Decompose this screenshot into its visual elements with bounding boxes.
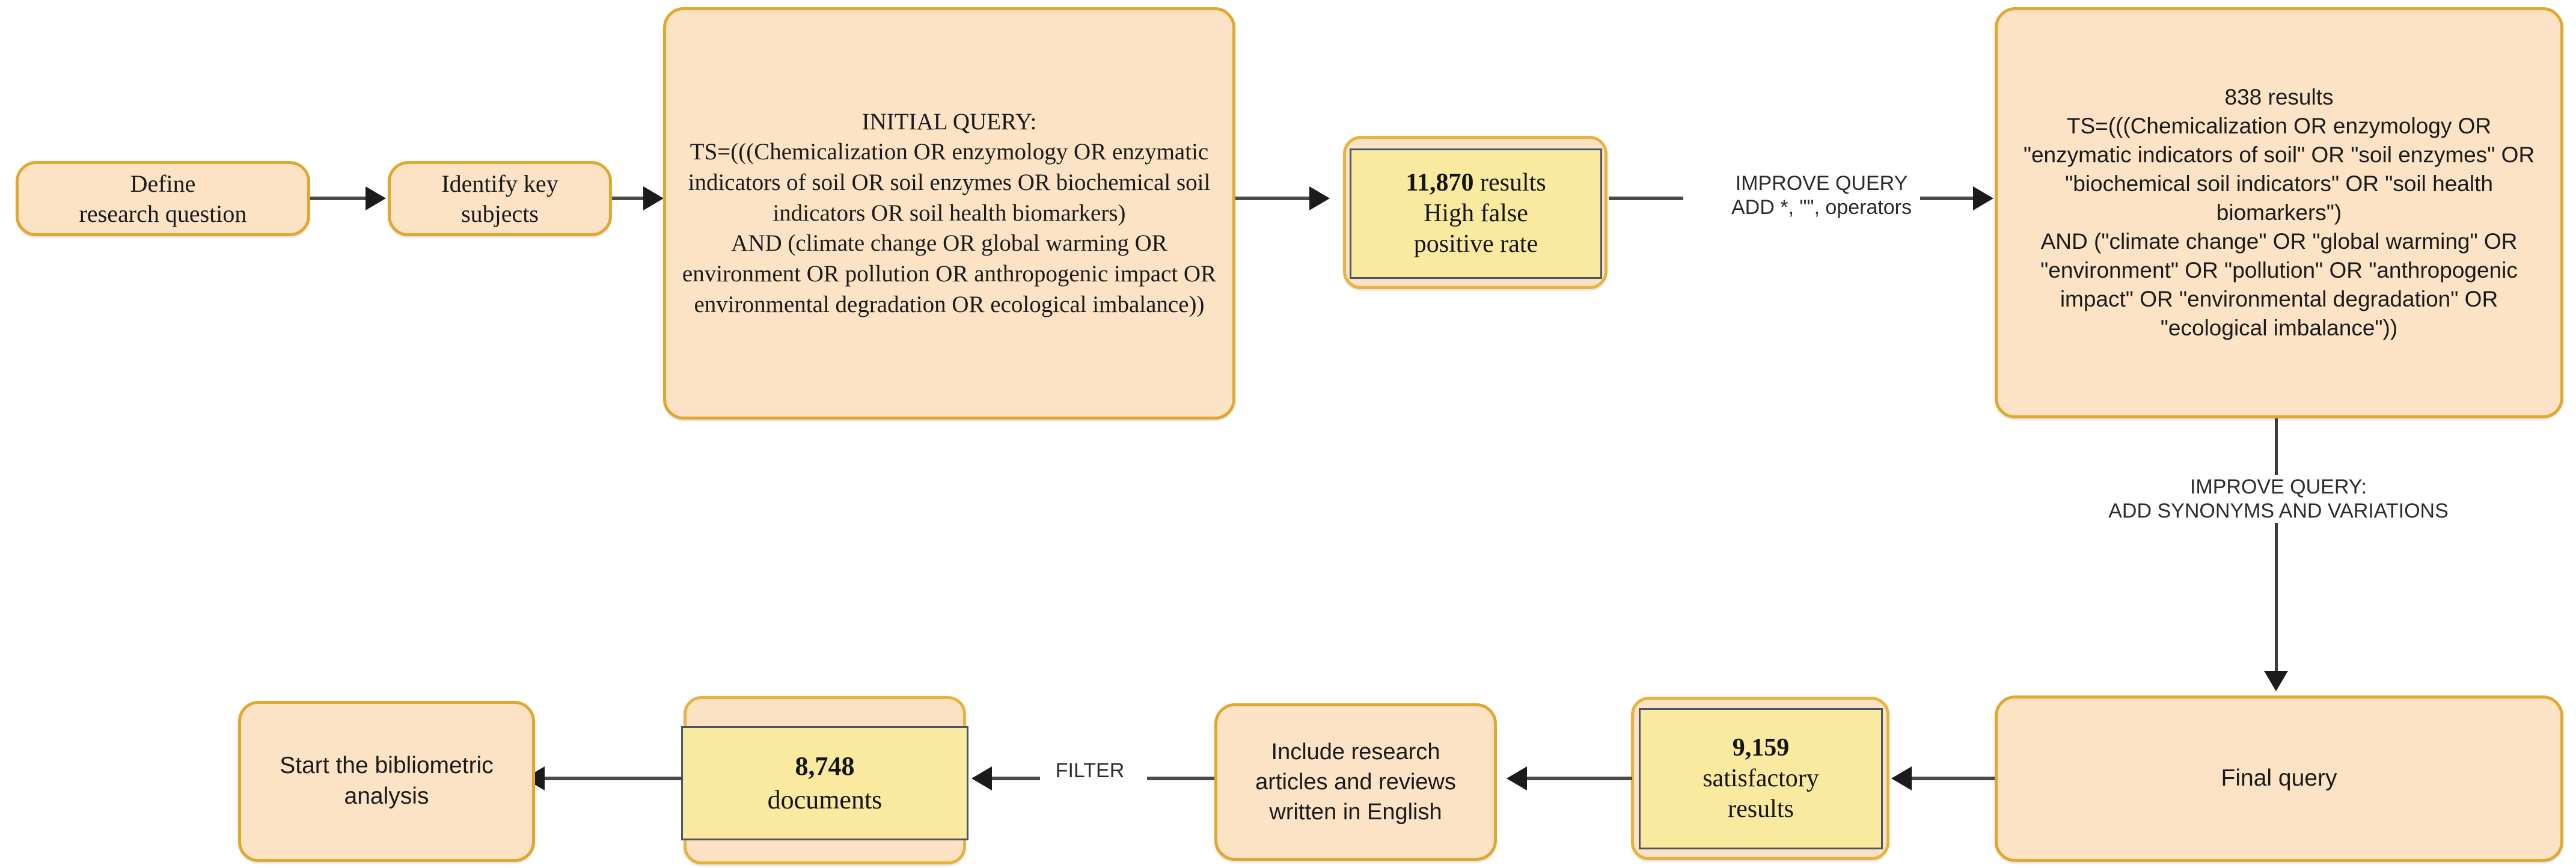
node-results-9159-note: satisfactory results: [1703, 764, 1819, 824]
node-results-11870-card[interactable]: 11,870 results High false positive rate: [1350, 148, 1602, 279]
node-documents-8748-note: documents: [767, 785, 883, 815]
connector-include-filter-to-documents-left: [992, 777, 1040, 780]
connector-results-838-to-final-query: [2275, 418, 2278, 671]
connector-identify-to-initial-query: [612, 197, 648, 200]
node-final-query[interactable]: Final query: [1995, 695, 2563, 862]
node-initial-query[interactable]: INITIAL QUERY: TS=(((Chemicalization OR …: [663, 7, 1235, 420]
node-documents-8748-card[interactable]: 8,748 documents: [681, 726, 968, 840]
edge-label-improve-query-operators: IMPROVE QUERY ADD *, "", operators: [1683, 171, 1960, 220]
node-start-bibliometric-analysis[interactable]: Start the bibliometric analysis: [238, 701, 535, 862]
arrowhead-results-838-to-final-query: [2264, 671, 2288, 691]
node-start-bibliometric-analysis-label: Start the bibliometric analysis: [280, 753, 494, 809]
arrowhead-include-filter-to-documents: [971, 766, 992, 790]
arrowhead-identify-to-initial-query: [643, 186, 664, 210]
node-define-research-question[interactable]: Define research question: [16, 161, 310, 236]
connector-results-11870-to-results-838-right: [1920, 197, 1978, 200]
edge-label-improve-query-synonyms: IMPROVE QUERY: ADD SYNONYMS AND VARIATIO…: [2086, 475, 2471, 524]
edge-label-filter: FILTER: [1033, 759, 1147, 783]
arrowhead-initial-query-to-results-11870: [1309, 186, 1330, 210]
arrowhead-results-11870-to-results-838: [1973, 186, 1993, 210]
node-identify-key-subjects[interactable]: Identify key subjects: [388, 161, 612, 236]
node-include-research-articles-label: Include research articles and reviews wr…: [1255, 739, 1456, 825]
node-define-research-question-label: Define research question: [79, 170, 247, 227]
node-final-query-label: Final query: [2221, 765, 2337, 792]
node-identify-key-subjects-label: Identify key subjects: [441, 170, 558, 227]
arrowhead-results-9159-to-include-filter: [1507, 766, 1527, 790]
connector-results-9159-to-include-filter: [1527, 777, 1632, 780]
node-results-9159-card[interactable]: 9,159 satisfactory results: [1639, 708, 1883, 849]
connector-define-to-identify: [310, 197, 369, 200]
node-results-11870-note: High false positive rate: [1413, 199, 1538, 258]
node-results-11870-count: 11,870 results: [1406, 168, 1546, 197]
node-results-838[interactable]: 838 results TS=(((Chemicalization OR enz…: [1995, 7, 2563, 418]
node-include-research-articles[interactable]: Include research articles and reviews wr…: [1214, 703, 1497, 861]
node-results-838-body: TS=(((Chemicalization OR enzymology OR "…: [2023, 113, 2535, 341]
arrowhead-define-to-identify: [366, 186, 386, 210]
node-results-9159-count: 9,159: [1732, 733, 1790, 762]
node-initial-query-heading: INITIAL QUERY:: [861, 108, 1037, 135]
connector-final-query-to-results-9159: [1912, 777, 1995, 780]
connector-include-filter-to-documents-right: [1130, 777, 1214, 780]
node-initial-query-body: TS=(((Chemicalization OR enzymology OR e…: [682, 139, 1217, 317]
node-results-838-count: 838 results: [2224, 84, 2334, 109]
connector-results-11870-to-results-838-left: [1609, 197, 1687, 200]
arrowhead-final-query-to-results-9159: [1891, 766, 1912, 790]
connector-initial-query-to-results-11870: [1235, 197, 1314, 200]
node-documents-8748-count: 8,748: [795, 751, 855, 781]
connector-documents-to-start-analysis: [545, 777, 683, 780]
